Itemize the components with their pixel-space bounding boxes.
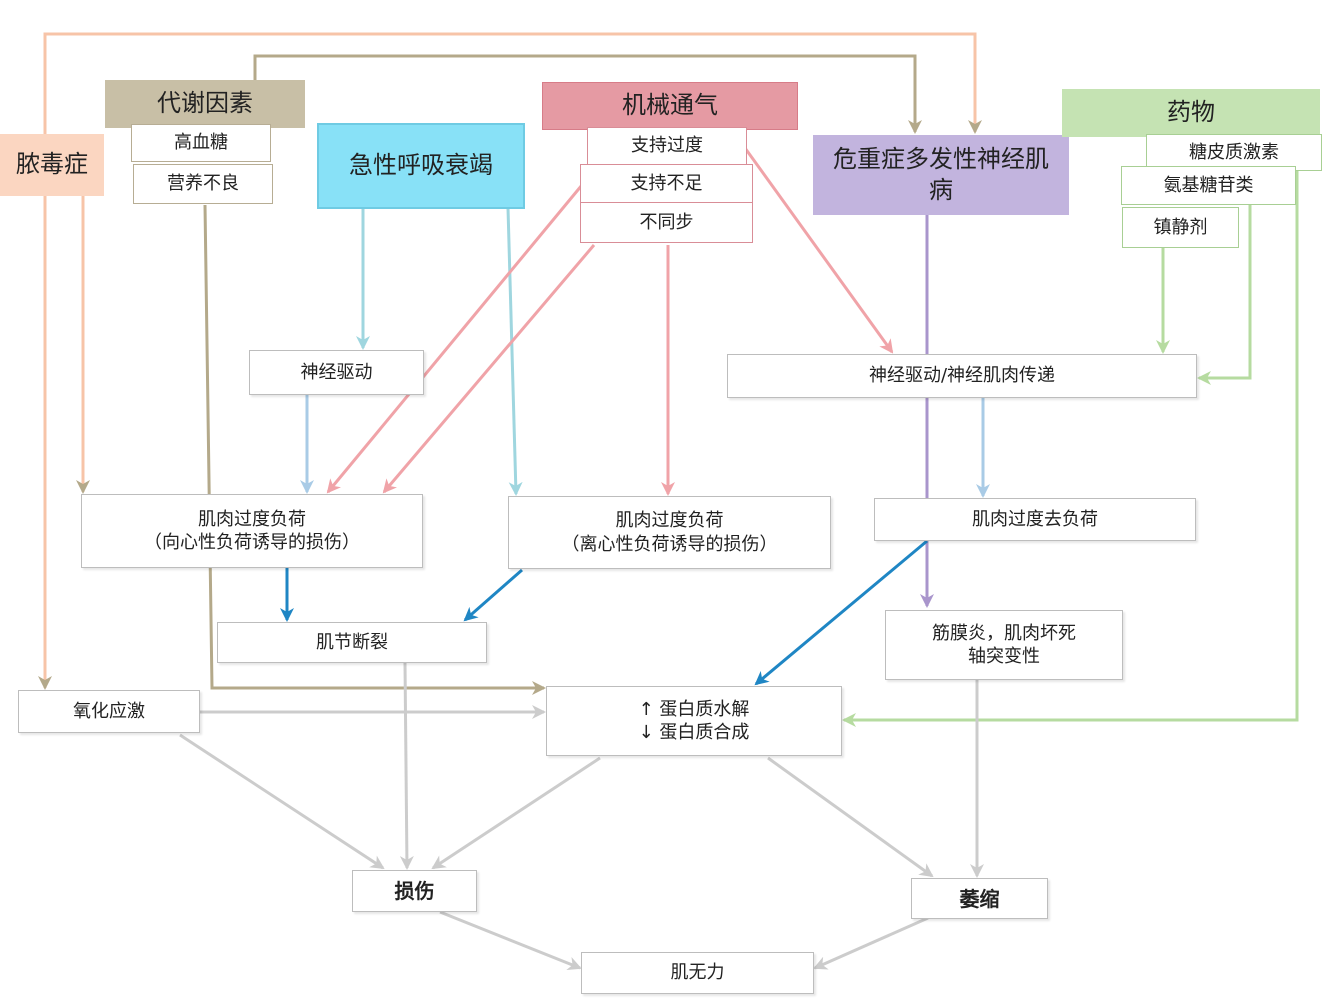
overload-concentric-line2: （向心性负荷诱导的损伤） [144,532,360,553]
mv-item-asynchrony: 不同步 [580,202,753,243]
overload-eccentric-node: 肌肉过度负荷 （离心性负荷诱导的损伤） [508,496,831,569]
drug-item-sedatives: 镇静剂 [1122,207,1239,248]
drugs-node: 药物 [1062,89,1320,137]
mv-item-over-support: 支持过度 [587,127,747,165]
arrow-mv-to-transmission [743,147,894,354]
sarcomere-rupture-node: 肌节断裂 [217,622,487,663]
arrow-protein-to-atrophy [767,756,934,878]
metabolic-item-hyperglycemia: 高血糖 [131,124,271,162]
unloading-node: 肌肉过度去负荷 [874,498,1196,541]
arrow-eccentric-to-sarcomere [463,568,523,622]
drug-item-aminoglycosides: 氨基糖苷类 [1121,166,1296,205]
ards-node: 急性呼吸衰竭 [317,123,525,209]
protein-line1: ↑ 蛋白质水解 [638,698,750,720]
arrow-metabolic-to-protein [203,204,546,695]
neural-drive-node: 神经驱动 [249,350,424,395]
arrow-protein-to-injury [431,756,601,870]
drug-item-glucocorticoids: 糖皮质激素 [1146,134,1322,171]
injury-node: 损伤 [352,870,477,912]
fasciitis-node: 筋膜炎，肌肉坏死 轴突变性 [885,610,1123,680]
atrophy-node: 萎缩 [911,878,1048,919]
arrow-sepsis-to-cip-top [43,32,982,170]
arrow-ards-to-overload-eccentric [506,207,523,496]
protein-line2: ↓ 蛋白质合成 [638,722,750,743]
fasciitis-line1: 筋膜炎，肌肉坏死 [932,622,1076,644]
neural-drive-transmission-node: 神经驱动/神经肌肉传递 [727,354,1197,398]
arrow-steroids-to-protein [842,170,1299,727]
arrow-metabolic-to-cip [253,54,922,134]
oxidative-stress-node: 氧化应激 [18,690,200,733]
arrow-aminoglycosides-to-transmission [1197,205,1252,385]
arrow-mv-to-overload-concentric-1 [326,184,584,494]
overload-concentric-node: 肌肉过度负荷 （向心性负荷诱导的损伤） [81,494,423,568]
overload-eccentric-line2: （离心性负荷诱导的损伤） [561,533,778,555]
arrow-injury-to-weakness [439,910,582,971]
overload-concentric-line1: 肌肉过度负荷 [198,508,306,530]
sepsis-node: 脓毒症 [0,134,104,196]
arrow-oxidative-to-injury [179,733,385,870]
overload-eccentric-line1: 肌肉过度负荷 [615,510,724,532]
arrow-unloading-to-protein [754,539,928,686]
cip-node: 危重症多发性神经肌病 [813,135,1069,215]
mv-item-under-support: 支持不足 [580,164,753,203]
arrow-atrophy-to-weakness [813,916,929,970]
arrow-sarcomere-to-injury [399,662,414,870]
muscle-weakness-node: 肌无力 [581,952,814,994]
metabolic-factors-node: 代谢因素 [105,80,305,128]
fasciitis-line2: 轴突变性 [968,646,1040,667]
mechanical-ventilation-node: 机械通气 [542,82,798,130]
protein-balance-node: ↑ 蛋白质水解 ↓ 蛋白质合成 [546,686,842,756]
arrow-mv-to-overload-concentric-2 [382,244,596,494]
metabolic-item-malnutrition: 营养不良 [133,164,273,204]
